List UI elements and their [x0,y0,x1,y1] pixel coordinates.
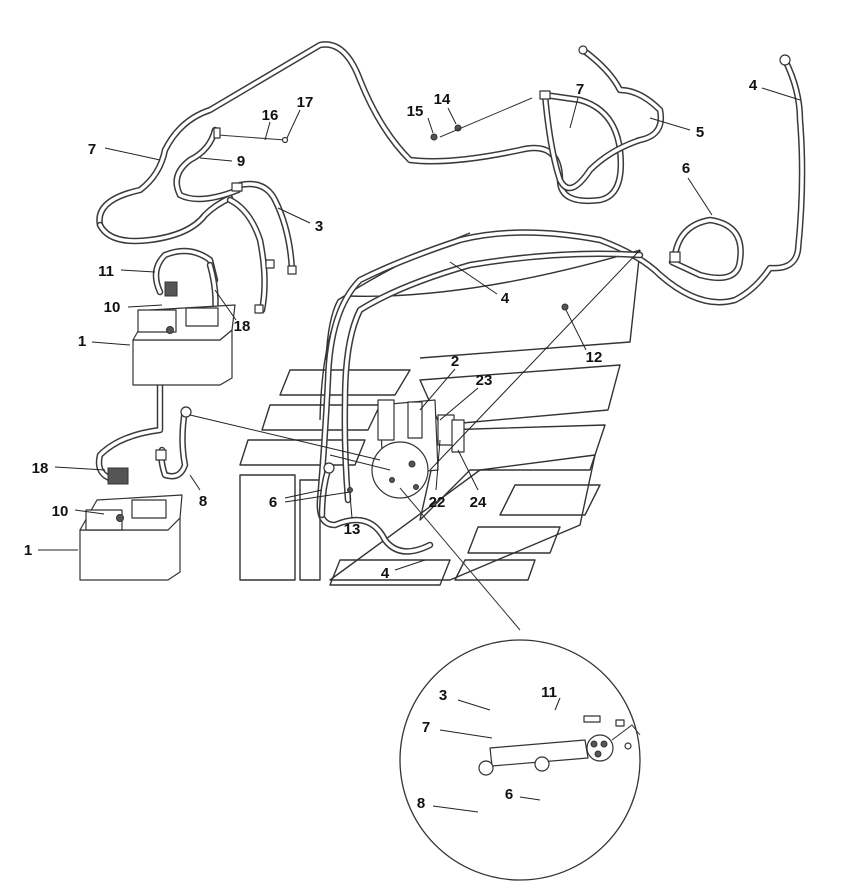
callout-c9: 9 [237,153,245,170]
callout-c18a: 18 [234,318,251,335]
connectors [155,45,791,474]
battery-upper [132,281,236,386]
callout-c7a: 7 [88,141,96,158]
callout-c10b: 10 [52,503,69,520]
callout-c17: 17 [297,94,314,111]
callout-c15: 15 [407,103,424,120]
callout-c12: 12 [586,349,603,366]
callout-c11a: 11 [98,263,114,280]
callout-c1a: 1 [78,333,86,350]
callout-c24: 24 [470,494,487,511]
callout-c3a: 3 [315,218,323,235]
callout-c11b: 11 [541,684,557,701]
callout-c10a: 10 [104,299,121,316]
detail-view [399,487,641,881]
callout-c2: 2 [451,353,459,370]
callout-c6c: 6 [505,786,513,803]
battery-switch-module [347,124,569,499]
callout-c23: 23 [476,372,493,389]
callout-c7b: 7 [576,81,584,98]
callout-c4c: 4 [381,565,390,582]
callout-c4a: 4 [749,77,758,94]
hardware-small-parts [213,97,533,144]
frame-outline [239,232,641,586]
callout-c18b: 18 [32,460,49,477]
callout-c5: 5 [696,124,704,141]
leader-lines [38,87,801,813]
callout-c13: 13 [344,521,361,538]
callout-c8a: 8 [199,493,207,510]
battery-lower [79,467,183,581]
cable-group [95,41,806,854]
callout-c1b: 1 [24,542,32,559]
callout-c3b: 3 [439,687,447,704]
callout-c6a: 6 [682,160,690,177]
callout-c8b: 8 [417,795,425,812]
callout-c4b: 4 [501,290,510,307]
callout-c7c: 7 [422,719,430,736]
callout-c16: 16 [262,107,279,124]
callout-c14: 14 [434,91,451,108]
callout-c22: 22 [429,494,446,511]
detail-bus-plate [478,715,641,776]
callout-c6b: 6 [269,494,277,511]
